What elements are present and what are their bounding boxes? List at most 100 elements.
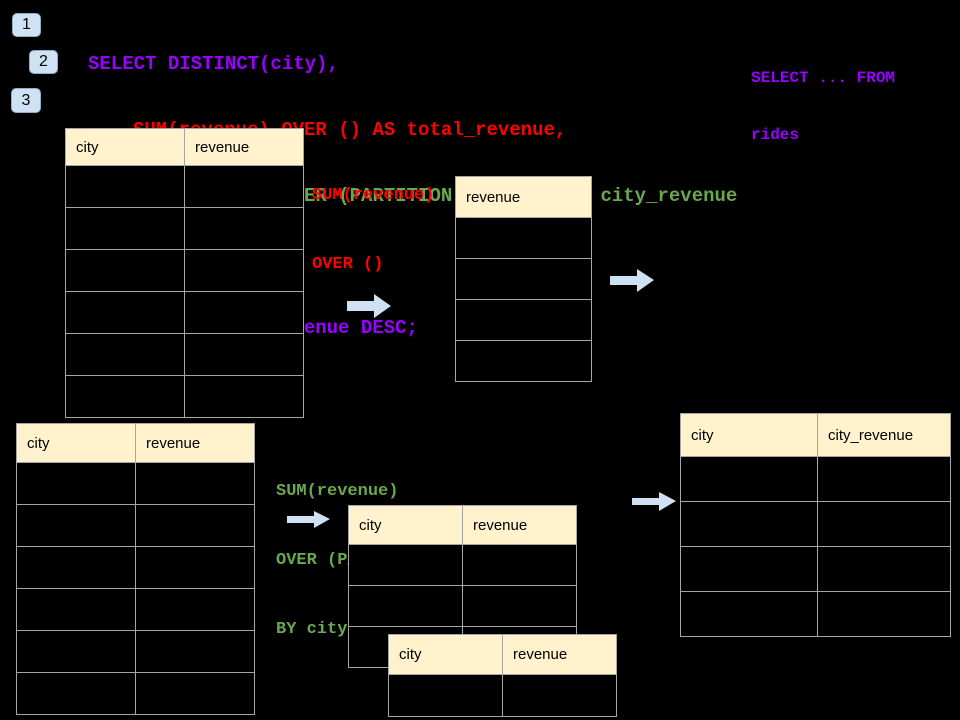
- empty-cell: [65, 333, 185, 376]
- empty-cell: [16, 630, 136, 673]
- empty-cell: [455, 299, 592, 341]
- flow-arrow-right-icon: [347, 294, 391, 318]
- annotation-sum-over-all: SUM(revenue) OVER (): [312, 138, 434, 322]
- table-row: [680, 456, 951, 502]
- column-header-city: city: [388, 634, 503, 675]
- column-header-revenue: revenue: [455, 176, 592, 218]
- table-header-row: city revenue: [348, 505, 577, 545]
- column-header-city: city: [65, 128, 185, 166]
- column-header-city: city: [16, 423, 136, 463]
- empty-cell: [135, 462, 255, 505]
- empty-cell: [135, 672, 255, 715]
- empty-cell: [135, 504, 255, 547]
- empty-cell: [16, 672, 136, 715]
- table-row: [455, 299, 592, 341]
- table-row: [348, 585, 577, 627]
- table-row: [455, 217, 592, 259]
- empty-cell: [65, 291, 185, 334]
- table-row: [16, 546, 255, 589]
- column-header-revenue: revenue: [184, 128, 304, 166]
- column-header-revenue: revenue: [462, 505, 577, 545]
- table-final-result: city city_revenue: [680, 413, 951, 637]
- table-header-row: city revenue: [16, 423, 255, 463]
- empty-cell: [817, 591, 951, 637]
- table-header-row: city revenue: [388, 634, 617, 675]
- empty-cell: [184, 207, 304, 250]
- table-header-row: revenue: [455, 176, 592, 218]
- empty-cell: [680, 501, 818, 547]
- table-source-top: city revenue: [65, 128, 304, 418]
- table-row: [16, 462, 255, 505]
- empty-cell: [455, 258, 592, 300]
- empty-cell: [16, 588, 136, 631]
- table-row: [65, 375, 304, 418]
- empty-cell: [16, 462, 136, 505]
- flow-arrow-right-icon: [632, 492, 676, 511]
- empty-cell: [16, 546, 136, 589]
- table-source-bottom: city revenue: [16, 423, 255, 715]
- table-row: [65, 165, 304, 208]
- step-badge-label: 3: [21, 91, 31, 109]
- table-row: [16, 588, 255, 631]
- column-header-city: city: [348, 505, 463, 545]
- table-header-row: city city_revenue: [680, 413, 951, 457]
- step-badge-1: 1: [12, 13, 41, 37]
- table-row: [16, 504, 255, 547]
- empty-cell: [348, 544, 463, 586]
- empty-cell: [65, 375, 185, 418]
- empty-cell: [135, 588, 255, 631]
- empty-cell: [184, 375, 304, 418]
- flow-arrow-right-icon: [287, 511, 330, 528]
- step-badge-3: 3: [11, 88, 41, 113]
- table-row: [680, 546, 951, 592]
- empty-cell: [388, 674, 503, 717]
- table-row: [65, 207, 304, 250]
- empty-cell: [184, 249, 304, 292]
- table-partition-overlay: city revenue: [388, 634, 617, 717]
- column-header-city: city: [680, 413, 818, 457]
- select-from-snippet: SELECT ... FROM rides: [751, 31, 895, 183]
- step-badge-label: 1: [22, 16, 31, 33]
- step-badge-label: 2: [39, 53, 48, 70]
- flow-arrow-right-icon: [610, 269, 654, 292]
- empty-cell: [455, 217, 592, 259]
- table-row: [348, 544, 577, 586]
- table-row: [16, 672, 255, 715]
- column-header-revenue: revenue: [502, 634, 617, 675]
- sql-line-select: SELECT DISTINCT(city),: [88, 53, 339, 75]
- empty-cell: [348, 585, 463, 627]
- empty-cell: [817, 501, 951, 547]
- empty-cell: [65, 207, 185, 250]
- annotation-line: BY city): [276, 620, 358, 639]
- table-row: [65, 249, 304, 292]
- table-row: [455, 258, 592, 300]
- snippet-line-1: SELECT ... FROM: [751, 69, 896, 87]
- empty-cell: [502, 674, 617, 717]
- empty-cell: [462, 544, 577, 586]
- empty-cell: [184, 333, 304, 376]
- table-row: [388, 674, 617, 717]
- snippet-line-2: rides: [751, 126, 800, 144]
- step-badge-2: 2: [29, 50, 58, 74]
- annotation-line: OVER (): [312, 255, 384, 274]
- table-row: [65, 291, 304, 334]
- table-total-revenue-result: revenue: [455, 176, 592, 382]
- empty-cell: [455, 340, 592, 382]
- table-row: [680, 591, 951, 637]
- empty-cell: [680, 591, 818, 637]
- empty-cell: [65, 165, 185, 208]
- annotation-line: SUM(revenue): [276, 482, 399, 501]
- empty-cell: [680, 546, 818, 592]
- column-header-revenue: revenue: [135, 423, 255, 463]
- table-row: [455, 340, 592, 382]
- empty-cell: [16, 504, 136, 547]
- table-row: [680, 501, 951, 547]
- column-header-city-revenue: city_revenue: [817, 413, 951, 457]
- empty-cell: [462, 585, 577, 627]
- empty-cell: [817, 456, 951, 502]
- empty-cell: [65, 249, 185, 292]
- table-row: [65, 333, 304, 376]
- empty-cell: [817, 546, 951, 592]
- annotation-line: SUM(revenue): [312, 186, 435, 205]
